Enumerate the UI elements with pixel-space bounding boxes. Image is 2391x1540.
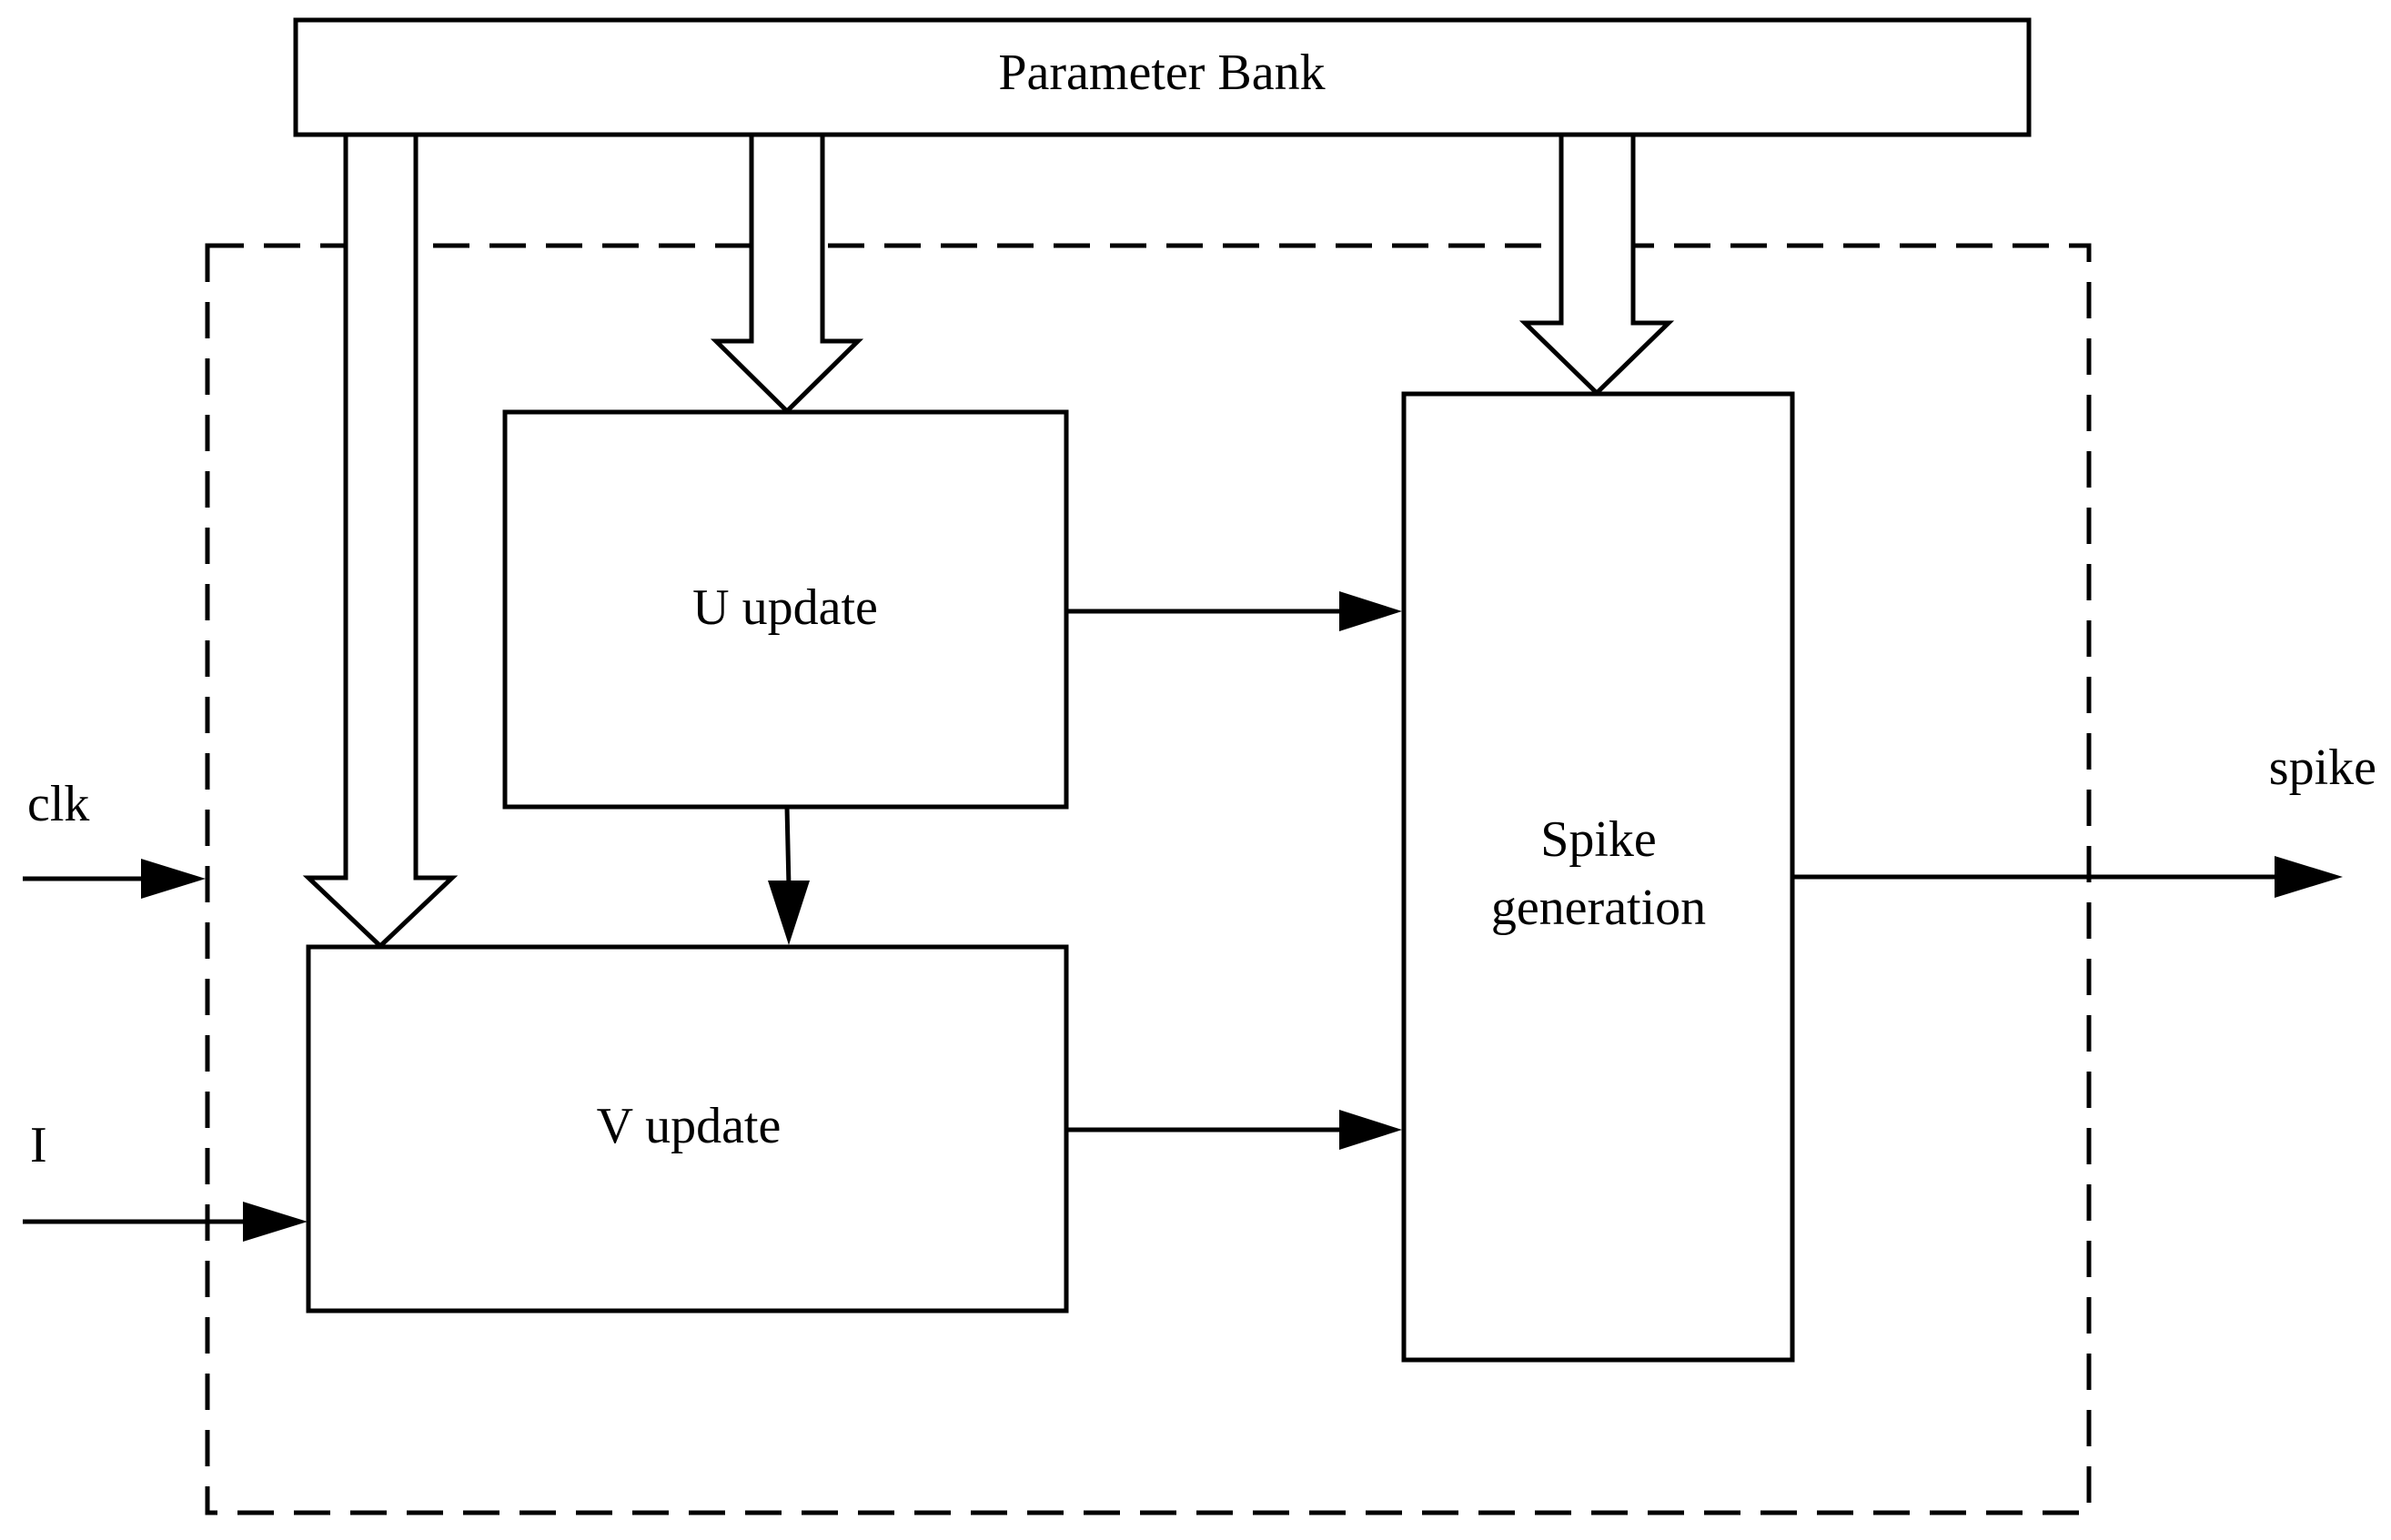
bus-arrow-to-v-update — [302, 132, 459, 950]
parameter-bank-block: Parameter Bank — [293, 17, 2032, 137]
bus-arrow-to-spike-generation — [1518, 132, 1675, 397]
v-update-block: V update — [306, 944, 1069, 1314]
clk-label: clk — [27, 776, 89, 832]
current-input-signal: I — [23, 1117, 308, 1242]
spike-generation-label-line2: generation — [1491, 880, 1706, 936]
current-input-label: I — [30, 1117, 47, 1173]
clk-input-signal: clk — [23, 776, 206, 899]
spike-generation-label-line1: Spike — [1540, 811, 1657, 868]
u-update-block: U update — [502, 409, 1069, 810]
spike-output-label: spike — [2269, 740, 2376, 796]
arrow-v-to-spike — [1066, 1110, 1402, 1150]
spike-output-signal: spike — [1792, 740, 2376, 898]
u-update-label: U update — [692, 579, 878, 636]
bus-arrow-to-u-update — [710, 132, 864, 415]
parameter-bank-label: Parameter Bank — [998, 45, 1325, 101]
v-update-label: V update — [597, 1098, 782, 1154]
arrow-u-to-spike — [1066, 591, 1402, 631]
arrow-u-to-v — [768, 806, 810, 945]
spike-generation-block: Spike generation — [1401, 391, 1795, 1363]
